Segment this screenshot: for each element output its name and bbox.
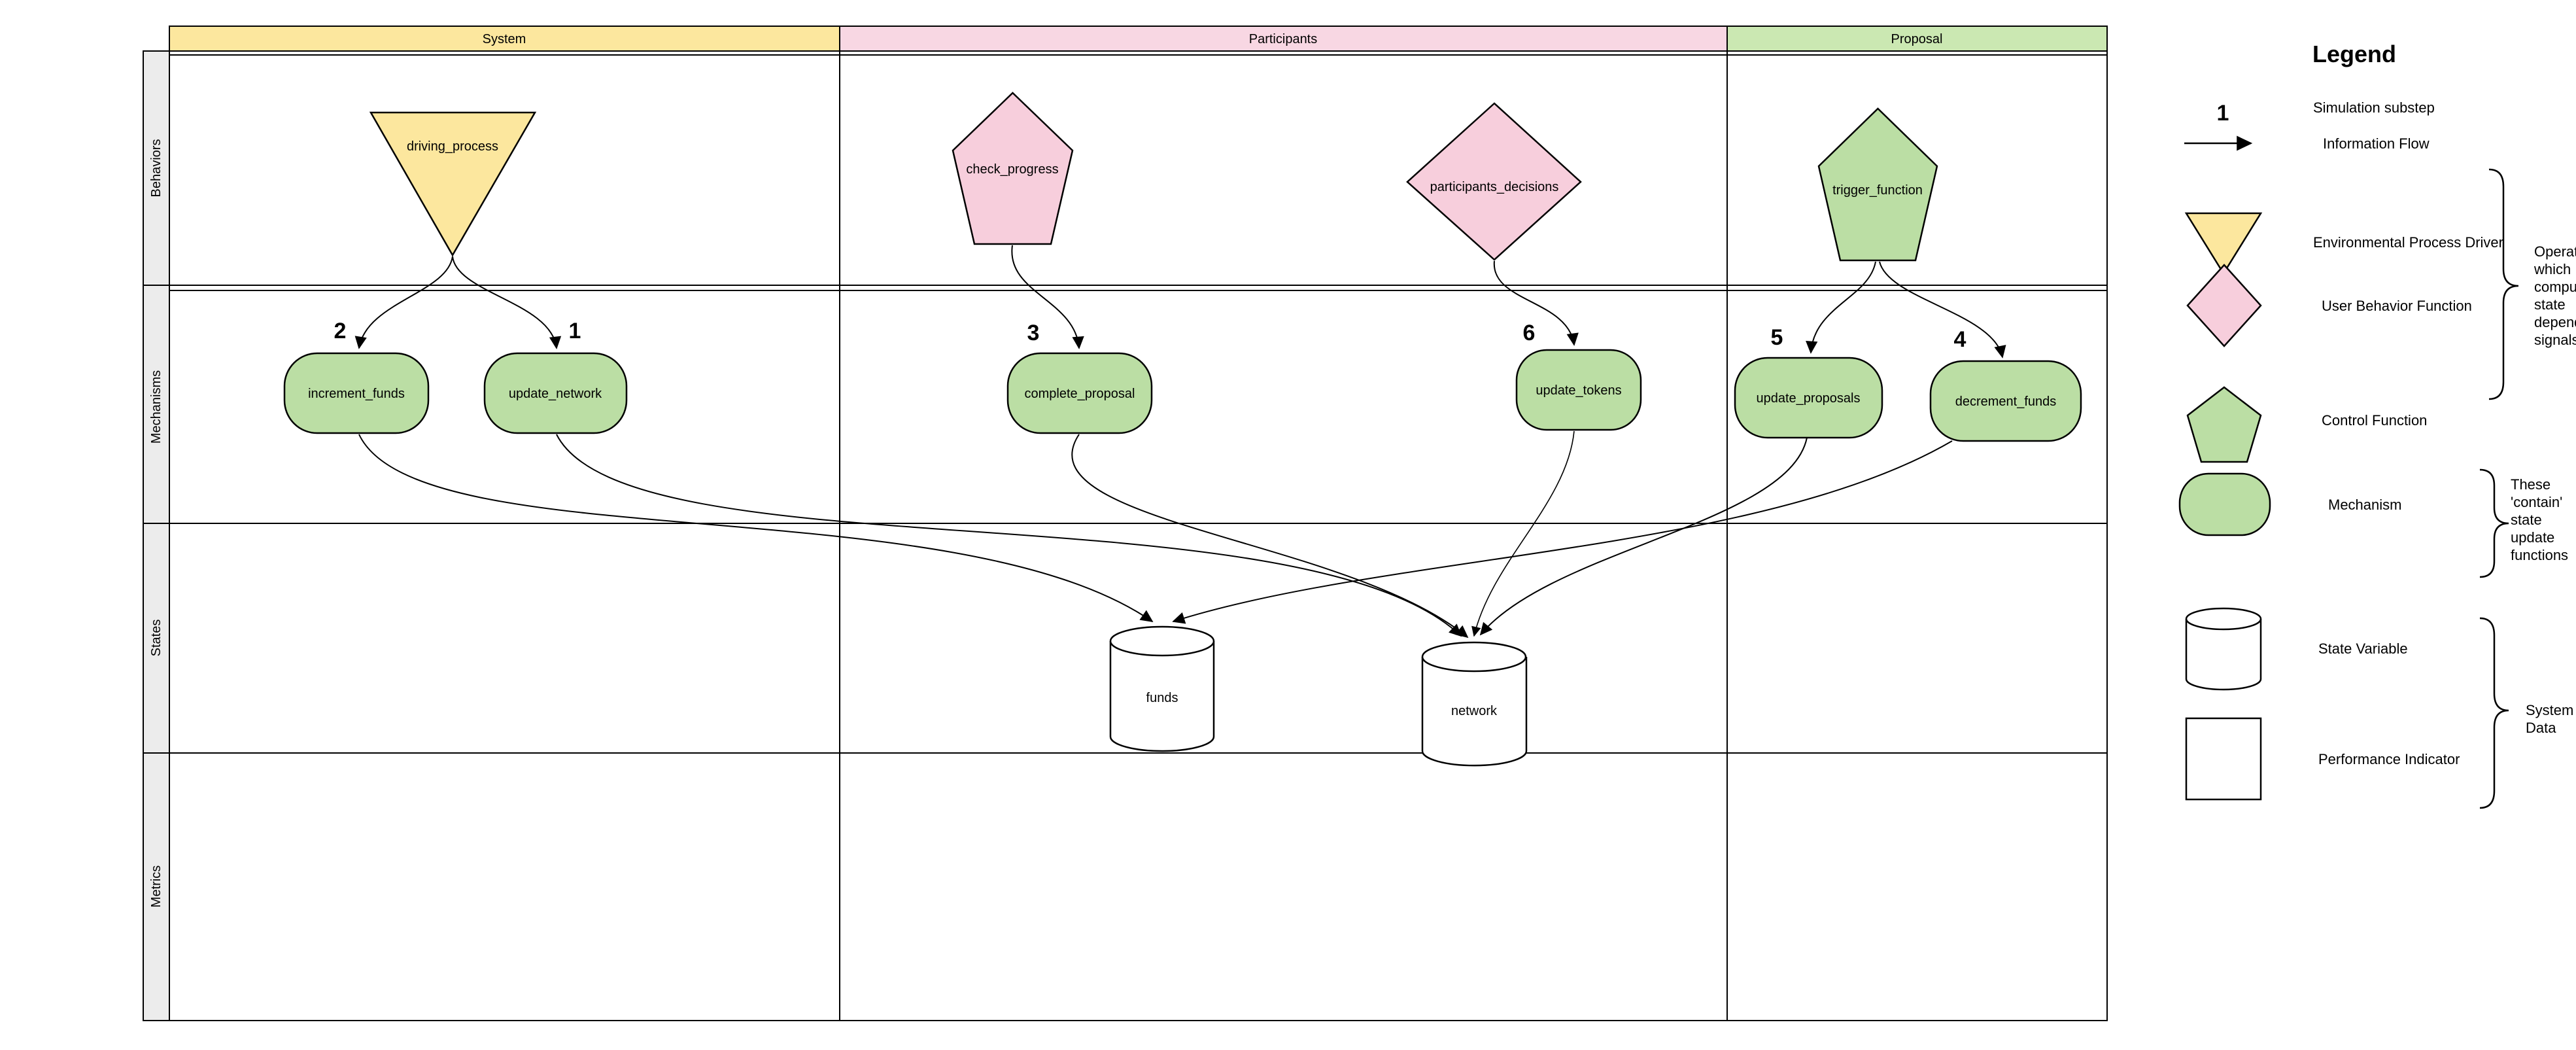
legend-label-state-variable: State Variable — [2318, 640, 2408, 657]
annotation-line: Data — [2526, 720, 2556, 736]
legend-triangle-down-icon — [2184, 212, 2263, 275]
node-complete-proposal — [1006, 352, 1153, 434]
lane-label-mechanisms: Mechanisms — [149, 370, 163, 444]
legend-label-control-function: Control Function — [2322, 412, 2427, 429]
header-label-proposal: Proposal — [1891, 32, 1943, 46]
substep-3: 3 — [1027, 321, 1040, 345]
node-label-decrement-funds: decrement_funds — [1955, 394, 2057, 409]
legend-label-information-flow: Information Flow — [2323, 135, 2430, 152]
node-driving-process-triangle — [369, 111, 537, 257]
lane-label-column — [143, 50, 170, 1021]
annotation-line: which — [2533, 261, 2571, 277]
legend-label-mechanism: Mechanism — [2328, 497, 2401, 513]
edge-complete_proposal-network — [1071, 434, 1469, 639]
legend-title: Legend — [2312, 41, 2396, 67]
legend-pentagon-icon — [2186, 386, 2262, 463]
node-update-network — [483, 352, 628, 434]
node-check-progress-pentagon — [952, 92, 1074, 245]
edge-trigger_function-decrement_funds — [1879, 261, 2006, 359]
header-cell-system — [169, 26, 840, 52]
node-label-trigger-function: trigger_function — [1832, 183, 1923, 198]
node-label-increment-funds: increment_funds — [308, 387, 405, 401]
node-funds-cylinder — [1109, 625, 1215, 752]
node-label-complete-proposal: complete_proposal — [1025, 387, 1135, 401]
annotation-line: signals — [2534, 332, 2576, 348]
node-participants-decisions-diamond — [1406, 102, 1582, 261]
annotation-mechanisms: These 'contain' state update functions — [2511, 476, 2568, 563]
annotation-line: functions — [2511, 547, 2568, 563]
node-trigger-function-pentagon — [1817, 107, 1938, 262]
edge-participants_decisions-update_tokens — [1493, 260, 1579, 346]
node-label-funds: funds — [1146, 691, 1178, 705]
swimlane-grid — [143, 26, 2108, 1021]
edge-driving_process-increment_funds — [354, 256, 453, 349]
node-update-proposals — [1734, 357, 1883, 439]
node-label-check-progress: check_progress — [966, 162, 1058, 177]
node-label-driving-process: driving_process — [407, 139, 498, 154]
edge-decrement_funds-funds — [1172, 440, 1953, 624]
annotation-line: compute — [2534, 279, 2576, 295]
node-label-update-proposals: update_proposals — [1756, 391, 1860, 406]
edge-check_progress-complete_proposal — [1011, 245, 1084, 349]
node-label-network: network — [1451, 704, 1498, 718]
annotation-line: dependent — [2534, 314, 2576, 330]
legend-label-simulation-substep: Simulation substep — [2313, 99, 2435, 116]
annotation-line: state — [2511, 512, 2542, 528]
edge-increment_funds-funds — [358, 434, 1154, 623]
legend-cylinder-icon — [2185, 607, 2262, 691]
node-label-participants-decisions: participants_decisions — [1430, 180, 1559, 194]
node-label-update-tokens: update_tokens — [1536, 383, 1621, 398]
header-label-participants: Participants — [1249, 32, 1318, 46]
edges — [354, 245, 2006, 639]
node-decrement-funds — [1929, 360, 2082, 442]
brace-mechanisms — [2479, 468, 2509, 578]
edge-update_network-network — [556, 434, 1462, 637]
annotation-line: state — [2534, 296, 2566, 313]
node-network-cylinder — [1421, 641, 1528, 767]
legend: Legend 1 Simulation substep Information … — [2178, 41, 2576, 809]
annotation-line: Operators — [2534, 243, 2576, 260]
annotation-system-data: System Data — [2526, 702, 2573, 736]
legend-label-environmental-process-driver: Environmental Process Driver — [2313, 234, 2503, 251]
node-increment-funds — [283, 352, 430, 434]
annotation-signal-operators: Operators which compute state dependent … — [2533, 243, 2576, 348]
annotation-line: update — [2511, 529, 2554, 546]
edge-update_tokens-network — [1471, 430, 1575, 637]
legend-rounded-rect-icon — [2178, 472, 2271, 536]
node-update-tokens — [1515, 349, 1642, 431]
brace-system-data — [2479, 617, 2509, 809]
legend-label-performance-indicator: Performance Indicator — [2318, 751, 2460, 767]
annotation-line: These — [2511, 476, 2550, 493]
annotation-line: System — [2526, 702, 2573, 718]
legend-diamond-icon — [2186, 264, 2262, 347]
node-label-update-network: update_network — [509, 387, 602, 401]
edge-update_proposals-network — [1479, 437, 1808, 636]
legend-square-icon — [2185, 717, 2262, 801]
substep-5: 5 — [1771, 325, 1783, 350]
annotation-line: 'contain' — [2511, 494, 2562, 510]
substep-1: 1 — [569, 319, 581, 343]
legend-label-user-behavior-function: User Behavior Function — [2322, 298, 2472, 314]
lane-label-behaviors: Behaviors — [149, 139, 163, 198]
edge-trigger_function-update_proposals — [1806, 261, 1876, 354]
lane-label-states: States — [149, 620, 163, 657]
legend-substep-number-sample: 1 — [2217, 101, 2229, 126]
substep-4: 4 — [1954, 327, 1966, 352]
substep-2: 2 — [334, 319, 347, 343]
header-label-system: System — [483, 32, 526, 46]
substep-6: 6 — [1523, 321, 1536, 345]
lane-label-metrics: Metrics — [149, 866, 163, 907]
edge-driving_process-update_network — [452, 256, 562, 349]
brace-signal-operators — [2488, 168, 2519, 400]
